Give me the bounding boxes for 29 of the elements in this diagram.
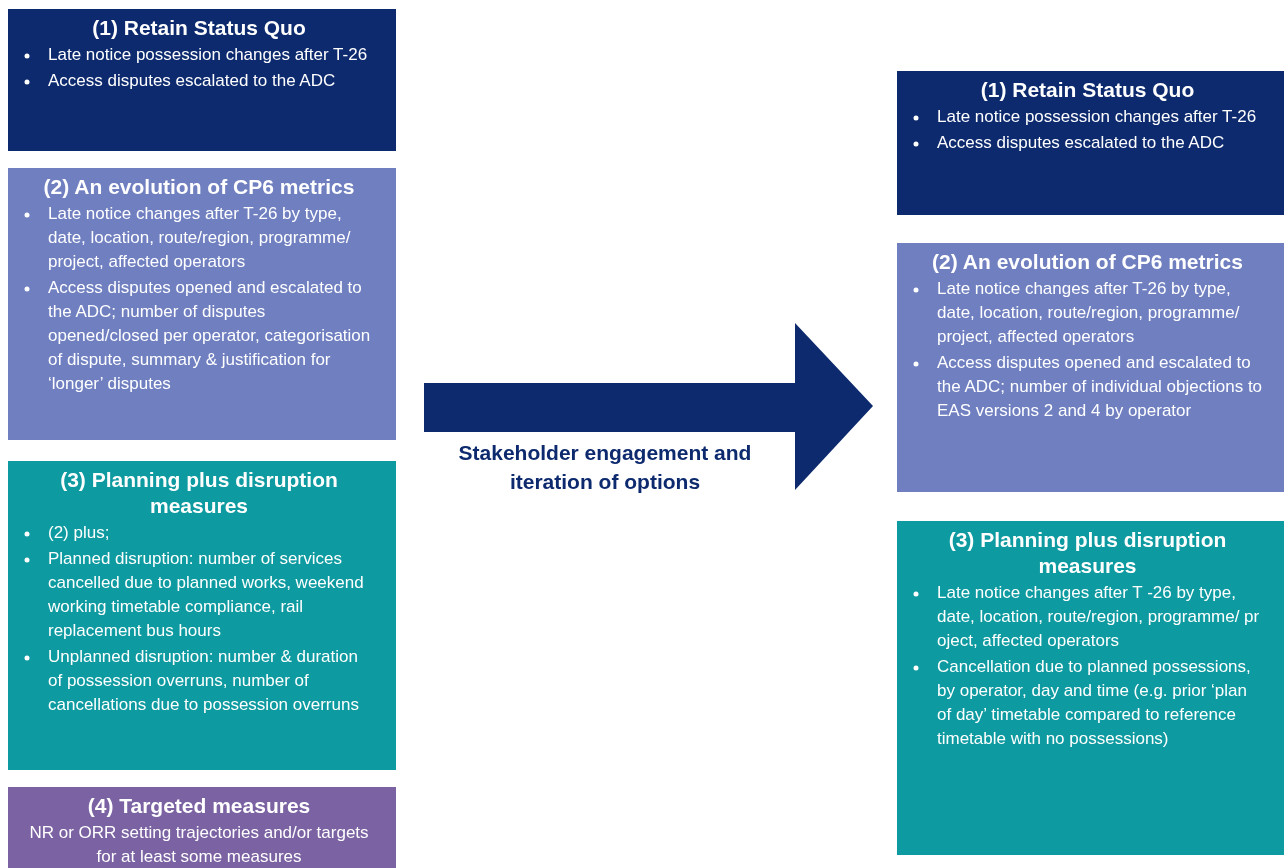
bullet-item: Late notice possession changes after T-26 [48,43,376,67]
bullet-item: Access disputes opened and escalated to the ADC; number of disputes opened/closed per operator, categorisation of dispute, summary & justification for ‘longer’ disputes [48,276,376,396]
bullet-item: Access disputes escalated to the ADC [48,69,376,93]
option-box [897,521,1284,855]
box-heading: (2) An evolution of CP6 metrics [931,249,1244,275]
box-heading: (2) An evolution of CP6 metrics [42,174,356,200]
bullet-item: Unplanned disruption: number & duration of possession overruns, number of cancellations due to possession overruns [48,645,376,717]
bullet-item: Late notice changes after T-26 by type, date, location, route/region, programme/ project, affected operators [937,277,1264,349]
bullet-item: Late notice possession changes after T-26 [937,105,1264,129]
box-heading: (3) Planning plus disruption measures [947,527,1228,579]
box-heading: (4) Targeted measures [86,793,312,819]
bullet-item: Late notice changes after T -26 by type, date, location, route/region, programme/ pr oject, affected operators [937,581,1264,653]
bullet-item: Late notice changes after T-26 by type, date, location, route/region, programme/ project, affected operators [48,202,376,274]
box-text: NR or ORR setting trajectories and/or targets for at least some measures [28,822,370,868]
box-heading: (1) Retain Status Quo [979,77,1196,103]
bullet-item: Access disputes escalated to the ADC [937,131,1264,155]
bullet-item: Access disputes opened and escalated to the ADC; number of individual objections to EAS versions 2 and 4 by operator [937,351,1264,423]
bullet-item: (2) plus; [48,521,376,545]
arrow-caption: Stakeholder engagement and iteration of options [457,440,753,495]
option-box [8,787,396,868]
option-box [897,243,1284,492]
box-heading: (3) Planning plus disruption measures [59,467,339,519]
bullet-item: Planned disruption: number of services cancelled due to planned works, weekend working timetable compliance, rail replacement bus hours [48,547,376,643]
bullet-item: Cancellation due to planned possessions, by operator, day and time (e.g. prior ‘plan of day’ timetable compared to reference timetable with no possessions) [937,655,1264,751]
option-box [897,71,1284,215]
option-box [8,461,396,770]
option-box [8,9,396,151]
option-box [8,168,396,440]
box-heading: (1) Retain Status Quo [91,15,307,41]
